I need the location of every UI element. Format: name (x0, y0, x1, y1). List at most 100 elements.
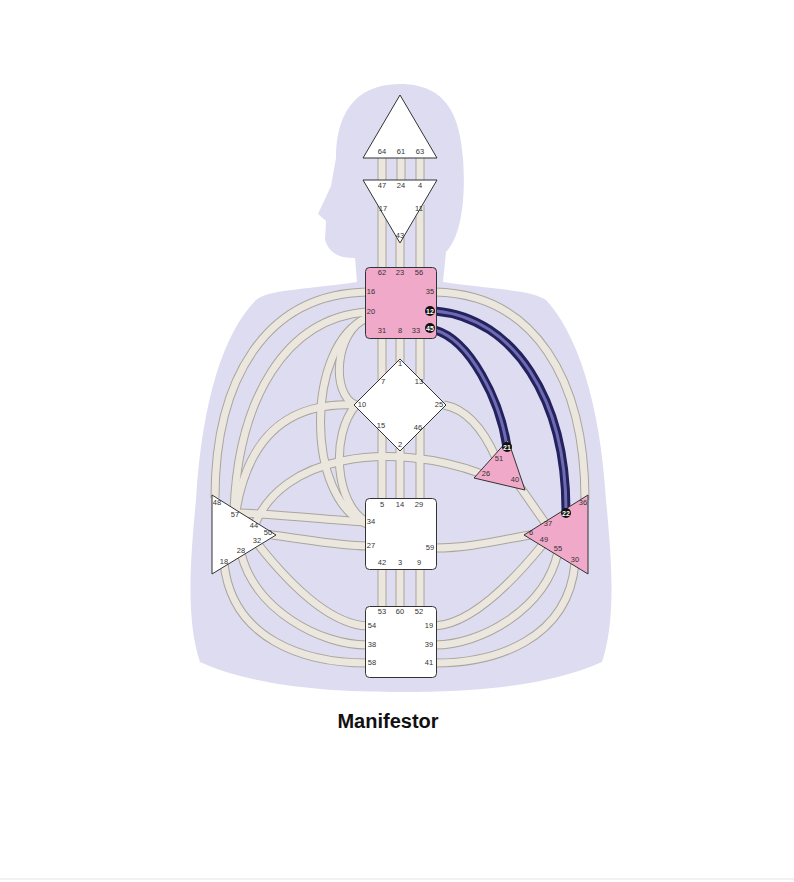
spleen-center: 48574450322818 (211, 494, 277, 575)
gate-number: 6 (529, 529, 533, 537)
channel-core (379, 156, 386, 182)
root-center: 536052541938395841 (365, 606, 437, 678)
gate-number: 62 (378, 269, 386, 277)
active-gate-number: 21 (502, 442, 512, 452)
ego-center: 21 51 26 40 (473, 439, 526, 491)
gate-number: 37 (544, 520, 552, 528)
channel (435, 563, 575, 663)
channel (416, 568, 425, 608)
gate-number: 40 (511, 476, 519, 484)
center-shape (363, 180, 437, 243)
channel-core (397, 337, 404, 362)
channel-core (234, 312, 367, 511)
channel (397, 156, 406, 182)
channel-core (224, 563, 367, 663)
channel-core (417, 337, 424, 380)
channel-core (417, 205, 424, 269)
channel-core (238, 513, 367, 522)
gate-number: 29 (415, 501, 423, 509)
gate-number: 44 (250, 522, 258, 530)
channel-core (236, 405, 356, 511)
gate-number: 11 (415, 205, 423, 213)
gate-number: 42 (378, 559, 386, 567)
active-gate-number: 12 (425, 306, 435, 316)
channel (224, 563, 367, 663)
channel-cores (215, 156, 585, 663)
gate-number: 25 (435, 401, 443, 409)
gate-number: 4 (418, 182, 422, 190)
center-shape (524, 495, 588, 574)
gate-number: 46 (414, 424, 422, 432)
gate-number: 26 (482, 470, 490, 478)
gate-number: 63 (416, 148, 424, 156)
channel-core (379, 568, 386, 608)
gate-number: 56 (415, 269, 423, 277)
gate-number: 64 (378, 148, 386, 156)
channel-core (435, 543, 544, 626)
g-center: 1713102515462 (353, 358, 447, 452)
gate-number: 3 (398, 559, 402, 567)
gate-number: 9 (417, 559, 421, 567)
channel (416, 337, 425, 380)
channel-core (272, 535, 367, 546)
channel (321, 318, 368, 524)
channel-core (435, 563, 575, 663)
gate-number: 7 (381, 378, 385, 386)
gate-number: 28 (237, 547, 245, 555)
gate-number: 51 (495, 455, 503, 463)
center-shape (474, 440, 525, 490)
center-shape (212, 495, 276, 574)
gate-number: 23 (396, 269, 404, 277)
gate-number: 13 (415, 378, 423, 386)
gate-number: 55 (554, 545, 562, 553)
throat-center: 622356163520123183345 (365, 267, 437, 339)
center-shape (366, 268, 437, 339)
gate-number: 14 (396, 501, 404, 509)
gate-number: 39 (425, 641, 433, 649)
gate-number: 36 (579, 499, 587, 507)
channel-core (435, 535, 530, 548)
channel-core (397, 568, 404, 608)
gate-number: 32 (253, 537, 261, 545)
gate-number: 18 (220, 558, 228, 566)
gate-number: 50 (264, 529, 272, 537)
channel-core (257, 543, 367, 626)
channel (444, 405, 496, 458)
gate-number: 24 (397, 182, 405, 190)
gate-number: 31 (378, 327, 386, 335)
channel (378, 568, 387, 608)
gate-number: 61 (397, 148, 405, 156)
gate-number: 41 (425, 659, 433, 667)
center-shape (363, 95, 437, 158)
gate-number: 49 (540, 536, 548, 544)
channel-outlines (215, 156, 585, 663)
gate-number: 47 (378, 182, 386, 190)
silhouette-shape (191, 84, 612, 692)
channel-core (321, 318, 368, 524)
channel-core (417, 568, 424, 608)
type-caption: Manifestor (238, 710, 538, 733)
gate-number: 10 (358, 401, 366, 409)
channel (272, 535, 367, 546)
gate-number: 8 (398, 327, 402, 335)
channel (435, 543, 544, 626)
channel-core (444, 405, 496, 458)
active-gate-number: 45 (425, 323, 435, 333)
solar-plexus-center: 3622376495530 (523, 494, 589, 575)
channel-core (518, 484, 546, 524)
gate-number: 52 (415, 608, 423, 616)
channel-core (398, 156, 405, 182)
defined-channel-outlines (435, 311, 566, 511)
channel (257, 543, 367, 626)
gate-number: 2 (398, 441, 402, 449)
channel-core (379, 425, 386, 500)
channel-core (417, 156, 424, 182)
gate-number: 16 (367, 288, 375, 296)
center-shape (354, 359, 446, 451)
gate-number: 58 (368, 659, 376, 667)
gate-number: 38 (368, 641, 376, 649)
sacral-center: 514293427594239 (365, 498, 437, 570)
channel-core (435, 330, 507, 447)
page-rule (0, 879, 794, 880)
gate-number: 33 (412, 327, 420, 335)
